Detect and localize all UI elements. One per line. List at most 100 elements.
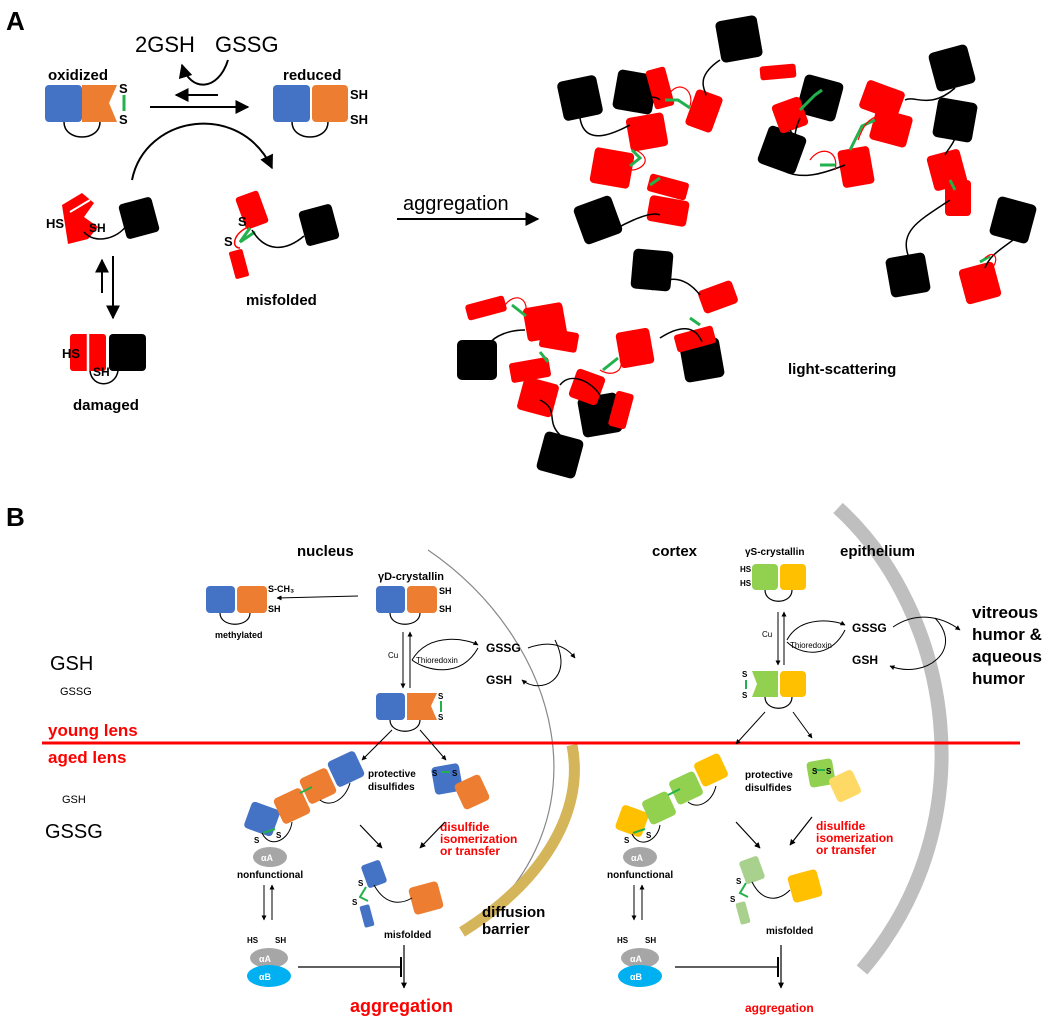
- svg-text:S: S: [276, 831, 282, 840]
- native-protein: HS SH: [46, 193, 160, 244]
- vitreous-label-2: humor &: [972, 625, 1042, 644]
- isomer-label-s-1: disulfide: [816, 819, 866, 833]
- isomer-label-s-3: or transfer: [816, 843, 876, 857]
- svg-text:SH: SH: [350, 87, 368, 102]
- alpha-crystallin-functional-s: HS SH αA αB: [617, 936, 662, 987]
- gamma-d-reduced: SH SH: [376, 586, 452, 625]
- svg-text:S: S: [730, 895, 736, 904]
- svg-text:SH: SH: [350, 112, 368, 127]
- svg-text:S: S: [224, 234, 233, 249]
- dimer-to-misfolded-arrow-d: [359, 824, 383, 849]
- misfolded-label-s: misfolded: [766, 926, 813, 937]
- gssg-large-label: GSSG: [45, 821, 103, 843]
- protective-label-d-2: disulfides: [368, 782, 415, 793]
- svg-text:S: S: [238, 214, 247, 229]
- thioredoxin-loop-s: [786, 620, 846, 641]
- damaged-protein: HS SH: [62, 334, 146, 385]
- damaged-label: damaged: [73, 397, 139, 414]
- gsh-label-s: GSH: [852, 653, 878, 667]
- gsh-small-label: GSH: [62, 794, 86, 806]
- gs-to-transfer-arrow: [792, 711, 813, 739]
- aged-lens-label: aged lens: [48, 748, 126, 767]
- dimer-to-misfolded-arrow-s: [735, 821, 761, 849]
- transfer-to-misfolded-arrow-d: [419, 821, 446, 849]
- light-scattering-label: light-scattering: [788, 361, 896, 378]
- nonfunctional-label-d: nonfunctional: [237, 870, 303, 881]
- methylated-protein: S-CH₃ SH: [206, 584, 294, 625]
- isomer-label-d-3: or transfer: [440, 844, 500, 858]
- svg-text:SH: SH: [645, 936, 656, 945]
- gamma-s-reduced: HS HS: [740, 564, 806, 602]
- nonfunctional-label-s: nonfunctional: [607, 870, 673, 881]
- svg-text:αA: αA: [630, 954, 643, 964]
- gamma-d-dimer: [244, 751, 365, 843]
- svg-text:SH: SH: [93, 365, 110, 379]
- oxidation-curve-arrow: [131, 122, 273, 181]
- transfer-to-misfolded-arrow-s: [789, 816, 813, 846]
- svg-text:SH: SH: [268, 604, 281, 614]
- gssg-cycle-s-top: [892, 616, 961, 631]
- diffusion-label-2: barrier: [482, 921, 530, 938]
- aggregation-label-s: aggregation: [745, 1001, 814, 1015]
- gssg-cycle-d-bottom: [521, 639, 562, 687]
- thioredoxin-loop-d-2: [411, 647, 479, 671]
- svg-text:S: S: [624, 836, 630, 845]
- vitreous-label-4: humor: [972, 669, 1025, 688]
- diffusion-barrier: [459, 743, 580, 937]
- svg-text:HS: HS: [740, 579, 752, 588]
- alpha-crystallin-nonfunctional-s: S S αA: [623, 828, 657, 867]
- gssg-cycle-d-top: [527, 643, 576, 659]
- svg-text:S: S: [742, 670, 748, 679]
- two-gsh-label: 2GSH: [135, 32, 195, 57]
- oxidized-label: oxidized: [48, 67, 108, 84]
- oxidized-protein: S S: [45, 81, 128, 138]
- svg-text:SH: SH: [439, 604, 452, 614]
- svg-text:αB: αB: [630, 972, 643, 982]
- panel-a: A 2GSH GSSG oxidized S S reduced SH SH: [6, 6, 1037, 479]
- alpha-crystallin-nonfunctional-d: S S αA: [253, 828, 287, 867]
- reduced-protein: SH SH: [273, 85, 368, 138]
- svg-text:S: S: [646, 831, 652, 840]
- misfolded-label-d: misfolded: [384, 930, 431, 941]
- thioredoxin-loop-d: [411, 638, 479, 661]
- svg-text:SH: SH: [275, 936, 286, 945]
- svg-text:HS: HS: [62, 346, 80, 361]
- reduced-label: reduced: [283, 67, 341, 84]
- svg-text:HS: HS: [740, 565, 752, 574]
- gssg-label-d: GSSG: [486, 641, 521, 655]
- gamma-d-label: γD-crystallin: [378, 571, 444, 583]
- svg-text:S: S: [742, 691, 748, 700]
- svg-text:S: S: [254, 836, 260, 845]
- gd-to-transfer-arrow: [419, 729, 447, 761]
- svg-text:αA: αA: [261, 853, 274, 863]
- svg-text:S: S: [438, 713, 444, 722]
- svg-text:S: S: [358, 879, 364, 888]
- gs-to-protective-arrow: [735, 711, 766, 745]
- gamma-s-dimer: [615, 753, 728, 843]
- gamma-s-transfer: S S: [806, 758, 861, 802]
- panel-b: B nucleus cortex epithelium GSH GSSG GSH…: [6, 502, 1042, 1016]
- svg-text:S: S: [736, 877, 742, 886]
- gamma-s-label: γS-crystallin: [745, 547, 804, 558]
- gd-to-protective-arrow: [361, 729, 393, 761]
- svg-text:αA: αA: [631, 853, 644, 863]
- thioredoxin-label-s: Thioredoxin: [790, 641, 832, 650]
- svg-text:S: S: [812, 767, 818, 776]
- cu-label-d: Cu: [388, 651, 398, 660]
- aggregation-label-a: aggregation: [403, 193, 509, 215]
- gssg-label-s: GSSG: [852, 621, 887, 635]
- svg-text:S: S: [352, 898, 358, 907]
- young-lens-label: young lens: [48, 721, 138, 740]
- epithelium-barrier: [833, 502, 949, 975]
- gamma-d-oxidized: S S: [376, 692, 444, 732]
- svg-text:αA: αA: [259, 954, 272, 964]
- cortex-label: cortex: [652, 543, 698, 560]
- misfolded-protein-a: S S: [224, 190, 340, 279]
- svg-text:S-CH₃: S-CH₃: [268, 584, 294, 594]
- isomer-label-s-2: isomerization: [816, 831, 893, 845]
- thioredoxin-label-d: Thioredoxin: [416, 656, 458, 665]
- protective-label-d-1: protective: [368, 769, 416, 780]
- svg-text:S: S: [452, 769, 458, 778]
- svg-text:S: S: [432, 769, 438, 778]
